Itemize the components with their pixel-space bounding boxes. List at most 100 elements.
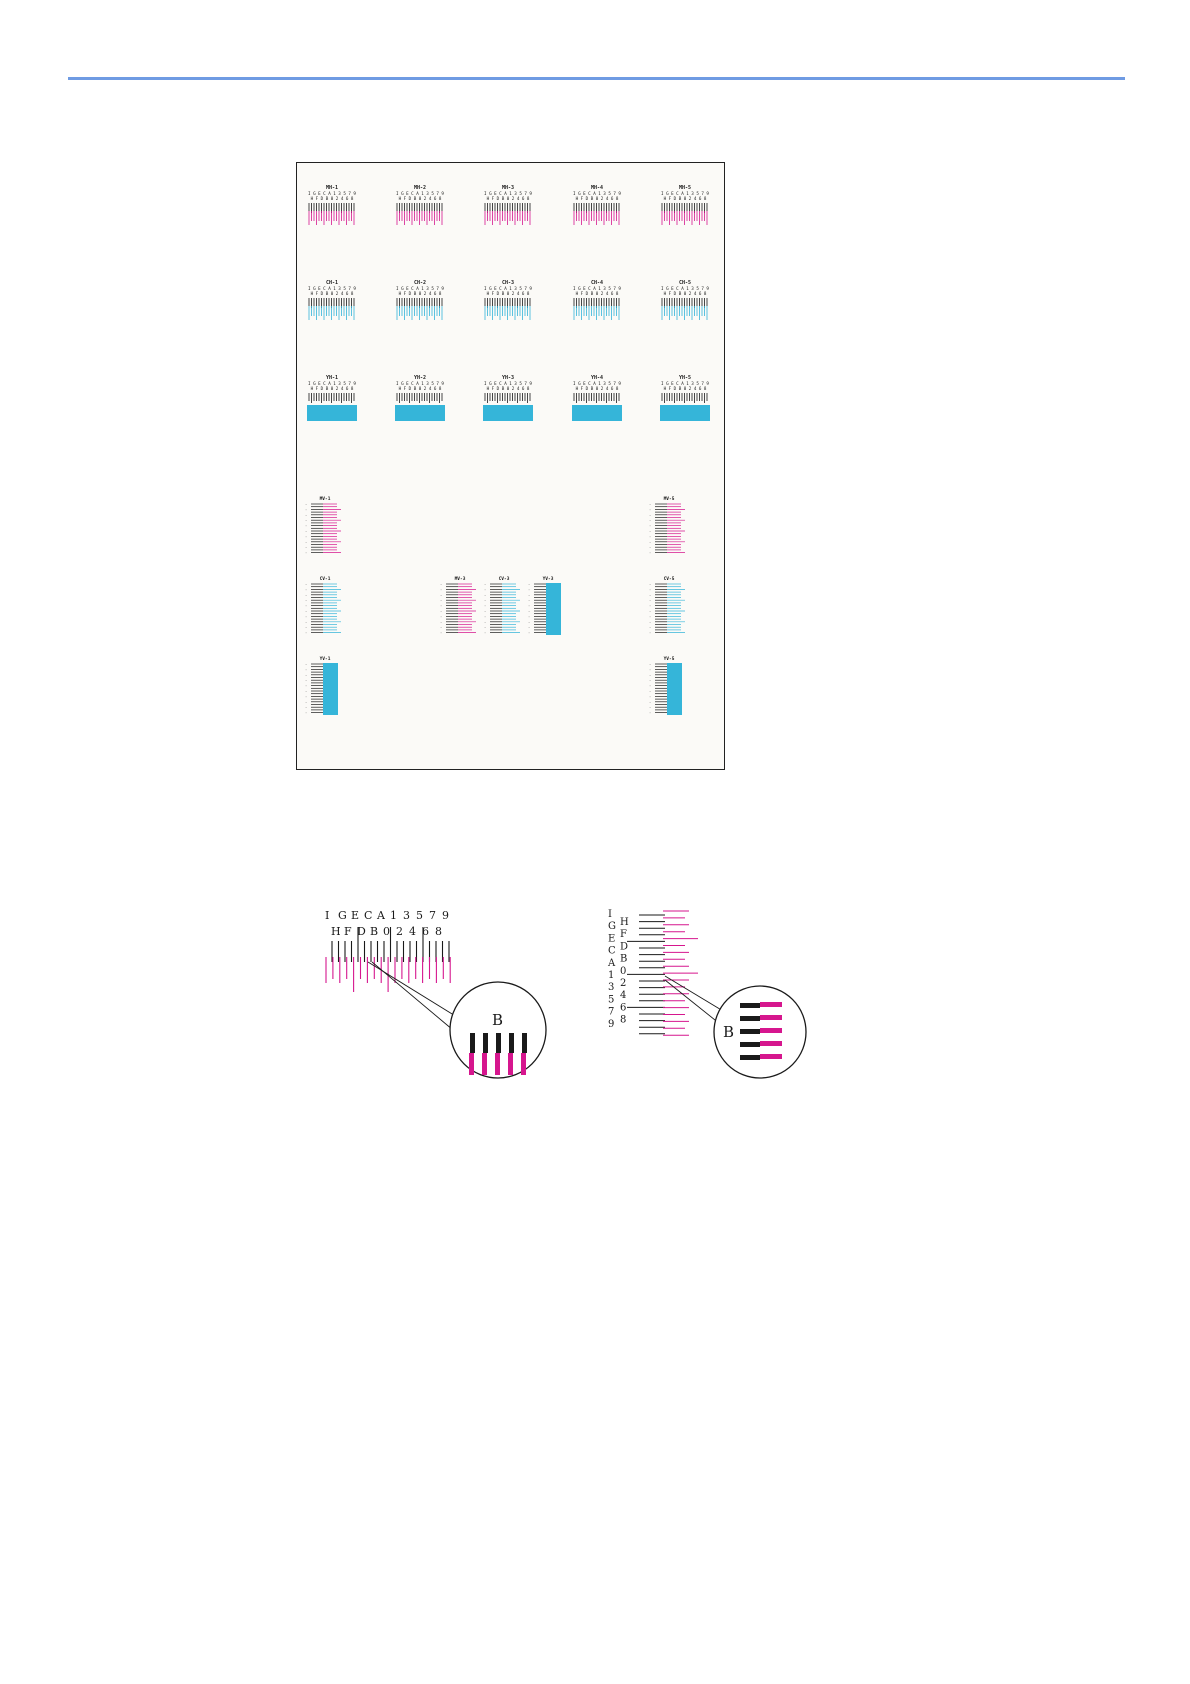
magenta-bar [521,1053,526,1075]
scale-top: I G E C A 1 3 5 7 9 [484,286,532,291]
magenta-bar [760,1054,782,1059]
scale-left-letter: E [608,933,615,944]
pattern-scale-mark: · [305,700,307,704]
scale-top: I G E C A 1 3 5 7 9 [308,191,356,196]
pattern-label: YH-3 [502,375,514,381]
v-pattern-cv-3: CV-3·········· [484,576,520,635]
pattern-scale-mark: · [484,604,486,608]
pattern-scale-mark: · [649,503,651,507]
scale-right-letter: 8 [620,1015,626,1026]
scale-left-letter: 9 [608,1019,614,1030]
pattern-label: MV-5 [664,496,675,502]
pattern-label: YH-1 [326,375,338,381]
pattern-scale-mark: · [649,524,651,528]
pattern-scale-mark: · [305,513,307,517]
pattern-scale-mark: · [305,503,307,507]
pattern-scale-mark: · [649,620,651,624]
scale-bottom: H F D B 0 2 4 6 8 [487,196,530,201]
pattern-scale-mark: · [305,620,307,624]
pattern-scale-mark: · [440,604,442,608]
black-bar [496,1033,501,1053]
pattern-scale-mark: · [528,631,530,635]
pattern-scale-mark: · [305,626,307,630]
pattern-block [660,405,710,421]
h-pattern-mh-3: MH-3I G E C A 1 3 5 7 9H F D B 0 2 4 6 8 [484,185,532,225]
pattern-scale-mark: · [305,668,307,672]
scale-bottom: H F D B 0 2 4 6 8 [311,196,354,201]
pattern-scale-mark: · [305,706,307,710]
pattern-scale-mark: · [484,583,486,587]
pattern-label: CH-5 [679,280,691,286]
scale-left-letter: 5 [608,994,614,1005]
pattern-scale-mark: · [305,551,307,555]
pattern-scale-mark: · [649,706,651,710]
scale-bottom: H F D B 0 2 4 6 8 [311,386,354,391]
callout-letter-b: B [723,1023,734,1041]
pattern-label: CH-2 [414,280,426,286]
pattern-label: YH-5 [679,375,691,381]
pattern-scale-mark: · [649,530,651,534]
scale-right-letter: F [620,929,627,940]
pattern-label: YH-4 [591,375,603,381]
scale-right-letter: H [620,917,629,928]
pattern-label: CH-4 [591,280,603,286]
scale-bottom: H F D B 0 2 4 6 8 [664,386,707,391]
pattern-scale-mark: · [305,535,307,539]
pattern-scale-mark: · [649,663,651,667]
pattern-scale-mark: · [649,684,651,688]
h-pattern-mh-5: MH-5I G E C A 1 3 5 7 9H F D B 0 2 4 6 8 [661,185,709,225]
pattern-scale-mark: · [649,583,651,587]
scale-bottom: H F D B 0 2 4 6 8 [399,196,442,201]
pattern-scale-mark: · [440,599,442,603]
pattern-label: MV-3 [455,576,466,582]
pattern-scale-mark: · [649,690,651,694]
scale-bottom: H F D B 0 2 4 6 8 [487,386,530,391]
pattern-scale-mark: · [649,604,651,608]
scale-bottom: H F D B 0 2 4 6 8 [399,386,442,391]
h-pattern-yh-4: YH-4I G E C A 1 3 5 7 9H F D B 0 2 4 6 8 [572,375,622,421]
pattern-scale-mark: · [305,530,307,534]
pattern-scale-mark: · [649,513,651,517]
pattern-scale-mark: · [305,631,307,635]
pattern-scale-mark: · [649,711,651,715]
pattern-scale-mark: · [649,700,651,704]
pattern-scale-mark: · [649,668,651,672]
magenta-bar [760,1028,782,1033]
pattern-scale-mark: · [649,551,651,555]
pattern-scale-mark: · [484,593,486,597]
scale-top-letter: E [351,909,359,922]
pattern-scale-mark: · [305,615,307,619]
pattern-scale-mark: · [649,535,651,539]
pattern-scale-mark: · [484,588,486,592]
magenta-bar [760,1002,782,1007]
scale-top-letter: I [325,909,329,922]
pattern-scale-mark: · [484,610,486,614]
black-bar [470,1033,475,1053]
pattern-label: YV-3 [543,576,554,582]
v-pattern-yv-1: YV-1·········· [305,656,338,715]
h-pattern-mh-4: MH-4I G E C A 1 3 5 7 9H F D B 0 2 4 6 8 [573,185,621,225]
pattern-scale-mark: · [649,593,651,597]
scale-bottom: H F D B 0 2 4 6 8 [664,291,707,296]
callout-letter-b: B [492,1011,503,1029]
scale-bottom-letter: H [331,925,341,938]
pattern-scale-mark: · [649,519,651,523]
pattern-scale-mark: · [305,540,307,544]
h-pattern-ch-2: CH-2I G E C A 1 3 5 7 9H F D B 0 2 4 6 8 [396,280,444,320]
pattern-scale-mark: · [305,695,307,699]
scale-right-letter: 4 [620,990,626,1001]
pattern-block [307,405,357,421]
pattern-scale-mark: · [305,599,307,603]
scale-top-letter: 9 [442,909,449,922]
scale-top: I G E C A 1 3 5 7 9 [396,381,444,386]
scale-top: I G E C A 1 3 5 7 9 [308,286,356,291]
pattern-scale-mark: · [528,615,530,619]
header-rule [68,77,1125,80]
scale-top-letter: A [376,909,386,922]
pattern-block [572,405,622,421]
scale-bottom-letter: 4 [409,925,416,938]
black-bar [522,1033,527,1053]
pattern-scale-mark: · [440,583,442,587]
pattern-scale-mark: · [305,524,307,528]
